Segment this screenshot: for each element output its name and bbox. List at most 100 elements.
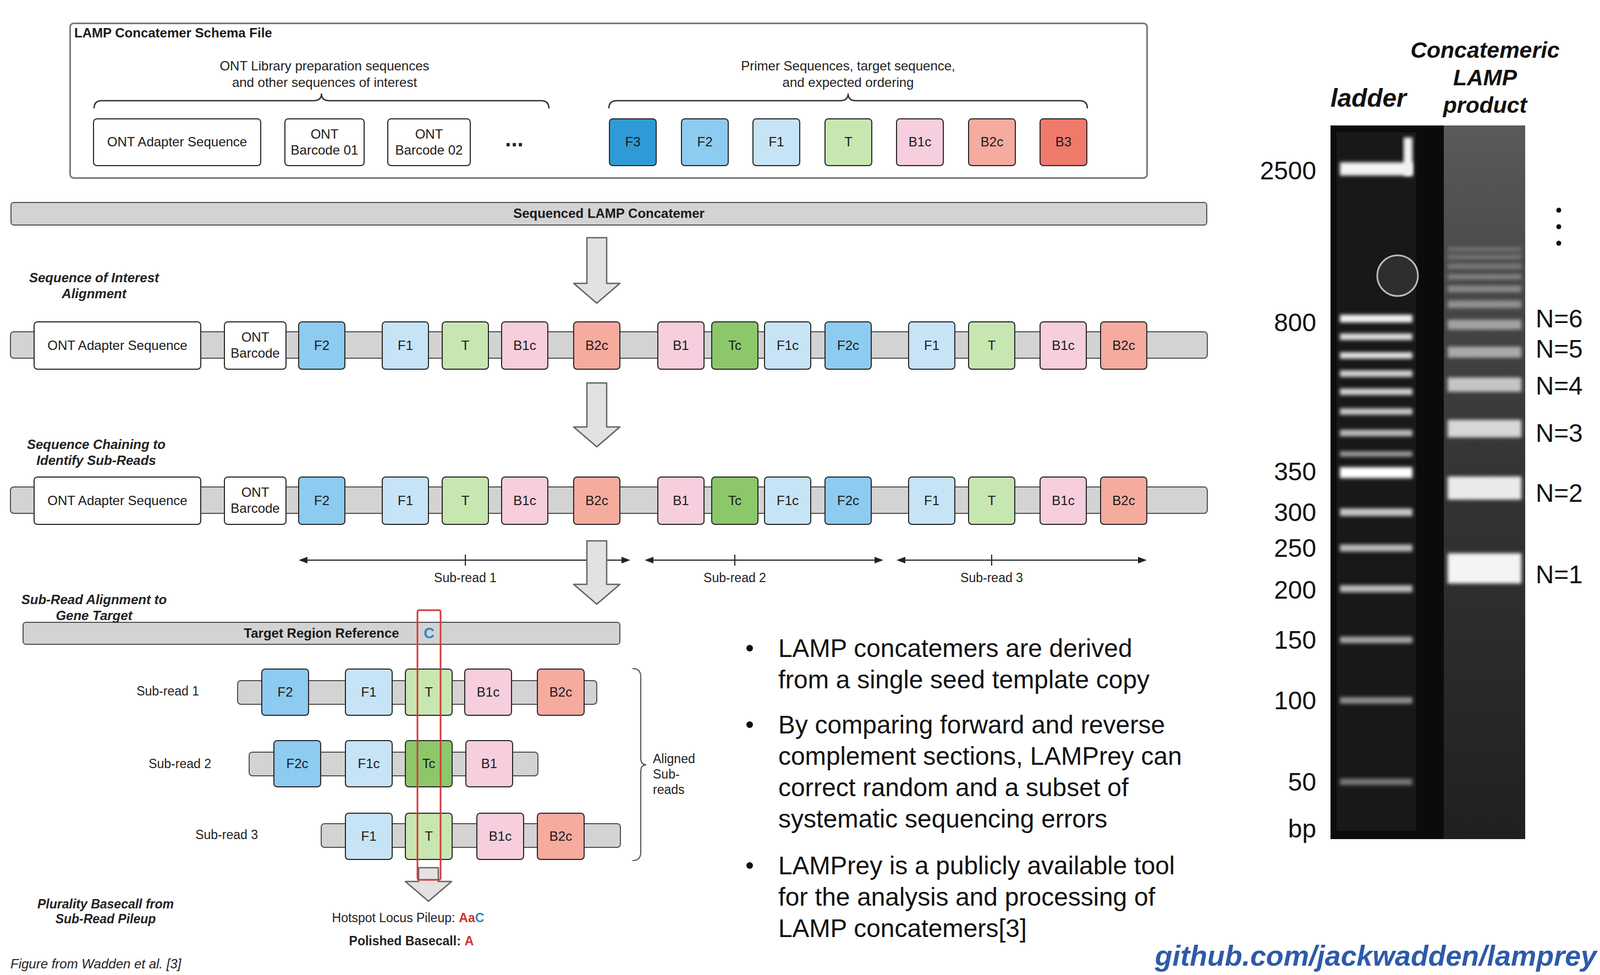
- pileup-bases: C: [475, 909, 485, 926]
- bullet-dot: [746, 721, 753, 728]
- primer-box: T: [824, 118, 873, 167]
- band-label: N=2: [1535, 477, 1583, 508]
- primer-box: B2c: [536, 668, 585, 716]
- box-label: B1c: [513, 492, 536, 509]
- ladder-band: [1339, 636, 1413, 643]
- ladder-band: [1339, 585, 1413, 593]
- arrow-head: [1137, 556, 1147, 564]
- ladder-band: [1339, 451, 1413, 457]
- continuation-dot: [1556, 224, 1562, 230]
- size-label: bp: [1288, 813, 1317, 844]
- primer-box: Tc: [404, 739, 453, 788]
- box-label: F2c: [837, 492, 860, 509]
- primer-box: T: [968, 321, 1016, 370]
- ladder-band: [1339, 508, 1413, 516]
- box-label: ONT Adapter Sequence: [47, 337, 188, 354]
- product-band: [1447, 377, 1522, 392]
- basecall-base: A: [464, 932, 475, 949]
- bracket: [632, 668, 647, 861]
- band-label: N=3: [1535, 418, 1583, 448]
- stage-label: Plurality Basecall from Sub-Read Pileup: [28, 896, 183, 927]
- box-label: B1: [481, 755, 498, 772]
- primer-box: T: [404, 668, 453, 716]
- size-label: 200: [1273, 574, 1317, 605]
- primer-box: Tc: [711, 321, 759, 370]
- library-box: ONT Adapter Sequence: [33, 321, 202, 370]
- gel-header: ladder: [1330, 82, 1407, 114]
- ladder-band: [1339, 544, 1413, 552]
- box-label: B1c: [488, 828, 512, 845]
- size-label: 800: [1273, 307, 1317, 338]
- box-label: B2c: [585, 337, 608, 354]
- brace-label: Primer Sequences, target sequence, and e…: [735, 57, 961, 91]
- box-label: B2c: [980, 134, 1004, 151]
- bracket-label: Aligned Sub-reads: [652, 750, 696, 797]
- box-label: F1: [397, 492, 414, 509]
- bullet-dot: [746, 861, 753, 869]
- box-label: F1: [768, 134, 784, 151]
- curly-brace: [94, 93, 549, 109]
- library-box: ONT Barcode 02: [387, 118, 471, 167]
- continuation-dot: [1556, 207, 1562, 213]
- primer-box: B2c: [1100, 476, 1148, 525]
- pileup-bases: Aa: [458, 909, 475, 926]
- sequence-bar: Target Region Reference: [22, 621, 621, 645]
- box-label: B1c: [908, 134, 932, 151]
- box-label: F2: [696, 134, 713, 151]
- subread-label: Sub-read 2: [148, 755, 212, 772]
- box-label: F1c: [357, 755, 380, 772]
- schema-panel: LAMP Concatemer Schema FileONT Adapter S…: [69, 22, 1148, 179]
- box-label: F1: [360, 828, 377, 845]
- subread-label: Sub-read 3: [195, 826, 258, 843]
- subread-label: Sub-read 1: [136, 683, 200, 699]
- product-band: [1447, 300, 1522, 309]
- box-label: ONT Adapter Sequence: [107, 134, 247, 151]
- repo-link: github.com/jackwadden/lamprey: [1155, 938, 1597, 973]
- arrow-head: [896, 556, 906, 564]
- bullet-text: By comparing forward and reverse complem…: [778, 708, 1219, 835]
- box-label: Target Region Reference: [243, 625, 399, 642]
- primer-box: F2: [298, 476, 346, 525]
- primer-box: F2: [261, 668, 310, 716]
- box-label: ONT Barcode 01: [287, 126, 362, 159]
- box-label: T: [424, 684, 433, 701]
- primer-box: B1c: [895, 118, 944, 167]
- primer-box: F1: [344, 668, 393, 716]
- product-band: [1447, 246, 1522, 252]
- stage-label: Sequence Chaining to Identify Sub-Reads: [19, 436, 174, 469]
- ladder-band: [1339, 333, 1413, 340]
- gel-bubble: [1377, 255, 1418, 296]
- continuation-dot: [1556, 240, 1562, 246]
- subread-label: Sub-read 1: [433, 569, 497, 586]
- box-label: B1c: [1051, 337, 1075, 354]
- box-label: T: [987, 492, 997, 509]
- box-label: B2c: [1112, 337, 1135, 354]
- library-box: ONT Barcode: [223, 476, 287, 525]
- band-label: N=5: [1535, 333, 1583, 364]
- primer-box: B1: [657, 321, 705, 370]
- box-label: ONT Barcode: [227, 329, 284, 362]
- reference-base: C: [423, 624, 435, 642]
- primer-box: F1: [752, 118, 801, 167]
- band-label: N=4: [1535, 370, 1583, 401]
- primer-box: B1c: [501, 476, 549, 525]
- flow-arrow: [405, 867, 452, 901]
- primer-box: F1c: [344, 739, 393, 788]
- box-label: B3: [1055, 134, 1072, 151]
- size-label: 150: [1273, 624, 1317, 655]
- box-label: B1c: [1051, 492, 1075, 509]
- primer-box: F1: [344, 812, 393, 860]
- size-label: 250: [1273, 532, 1317, 563]
- box-label: F1: [397, 337, 414, 354]
- arrow-head: [298, 556, 308, 564]
- size-label: 300: [1273, 497, 1317, 527]
- product-band: [1447, 419, 1522, 438]
- ladder-band: [1339, 388, 1413, 395]
- size-label: 350: [1273, 456, 1317, 487]
- primer-box: B1c: [1039, 476, 1087, 525]
- bullet-text: LAMP concatemers are derived from a sing…: [778, 632, 1172, 696]
- box-label: B1c: [476, 684, 500, 701]
- product-band: [1447, 476, 1522, 500]
- box-label: T: [424, 828, 433, 845]
- library-box: ONT Barcode 01: [284, 118, 365, 167]
